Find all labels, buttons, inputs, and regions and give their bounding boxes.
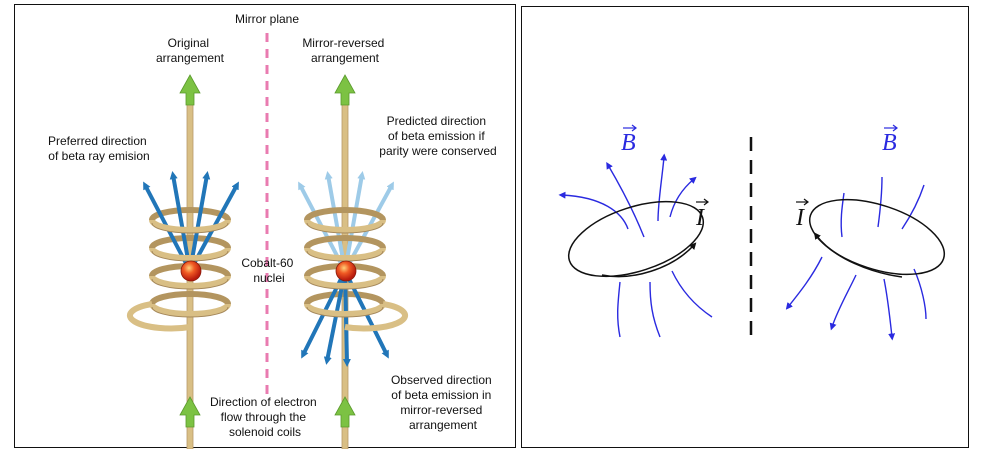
left-field-lines bbox=[558, 153, 713, 338]
right-field-line-6 bbox=[883, 278, 896, 341]
right-field-line-5 bbox=[829, 274, 857, 331]
mirror-reversed-label: Mirror-reversed arrangement bbox=[302, 36, 387, 65]
left-current-loop: B I bbox=[558, 124, 713, 338]
observed-direction-label: Observed direction of beta emission in m… bbox=[391, 373, 495, 432]
left-field-line-1 bbox=[558, 191, 629, 230]
mirror-current-arrow-top bbox=[334, 74, 356, 106]
right-field-line-1 bbox=[840, 192, 845, 238]
left-field-line-4 bbox=[669, 176, 697, 218]
original-cobalt-nucleus bbox=[180, 260, 202, 282]
left-current-label: I bbox=[695, 205, 705, 231]
original-arrangement-label: Original arrangement bbox=[156, 36, 225, 65]
original-current-arrow-top bbox=[179, 74, 201, 106]
mirror-cobalt-nucleus bbox=[335, 260, 357, 282]
mirror-plane-label: Mirror plane bbox=[235, 12, 299, 26]
left-b-field-label: B bbox=[621, 130, 636, 156]
magnetic-loop-mirror-diagram: B I B I bbox=[558, 124, 946, 341]
preferred-direction-label: Preferred direction of beta ray emision bbox=[48, 134, 150, 163]
left-field-line-7 bbox=[671, 270, 713, 318]
right-loop-ring bbox=[808, 198, 946, 276]
left-field-line-3 bbox=[657, 153, 668, 222]
left-loop-ring bbox=[567, 200, 705, 278]
electron-flow-label: Direction of electron flow through the s… bbox=[210, 395, 320, 439]
original-current-arrow-bottom bbox=[179, 396, 201, 428]
parity-experiment-diagram: Mirror plane Original arrangement Mirror… bbox=[48, 12, 497, 449]
right-b-field-label: B bbox=[882, 130, 897, 156]
mirror-arrangement bbox=[298, 74, 409, 449]
cobalt-nuclei-label: Cobalt-60 nuclei bbox=[241, 256, 296, 285]
original-coil-front bbox=[126, 219, 231, 332]
left-panel: Mirror plane Original arrangement Mirror… bbox=[14, 4, 516, 449]
right-field-line-2 bbox=[877, 176, 883, 228]
right-current-label: I bbox=[795, 205, 805, 231]
right-field-line-7 bbox=[913, 268, 927, 320]
right-b-vector-arrow-icon bbox=[892, 124, 898, 132]
right-field-line-4 bbox=[785, 256, 823, 310]
original-arrangement bbox=[126, 74, 239, 449]
left-field-line-6 bbox=[649, 281, 661, 338]
right-current-loop: B I bbox=[785, 124, 946, 341]
left-field-line-2 bbox=[606, 161, 645, 238]
left-b-vector-arrow-icon bbox=[631, 124, 637, 132]
predicted-direction-label: Predicted direction of beta emission if … bbox=[379, 114, 496, 158]
right-field-lines bbox=[785, 176, 927, 341]
left-field-line-5 bbox=[617, 281, 621, 338]
right-i-vector-arrow-icon bbox=[803, 198, 809, 206]
mirror-coil-front bbox=[304, 219, 409, 332]
right-panel: B I B I bbox=[521, 6, 969, 448]
right-field-line-3 bbox=[901, 184, 925, 230]
right-loop-current-arrow bbox=[813, 232, 903, 278]
mirror-current-arrow-bottom bbox=[334, 396, 356, 428]
left-i-vector-arrow-icon bbox=[703, 198, 709, 206]
left-loop-current-arrow bbox=[601, 242, 697, 278]
